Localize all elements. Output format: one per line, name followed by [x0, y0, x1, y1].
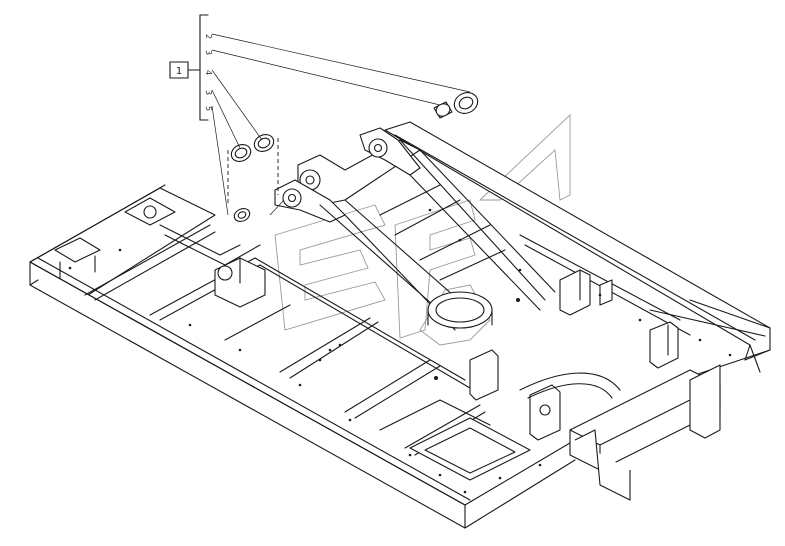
- callout-4: 4: [204, 70, 213, 75]
- exploded-parts: [230, 92, 479, 222]
- callouts: 1 2 3 4 3 5: [169, 34, 213, 111]
- bolt-holes: [68, 208, 732, 494]
- swing-bearing: [427, 291, 493, 329]
- boom-mount: [274, 127, 556, 331]
- callout-3-bottom: 3: [204, 90, 213, 95]
- rear-brackets: [469, 269, 721, 501]
- callout-3-top: 3: [204, 50, 213, 55]
- group-label: 1: [176, 66, 182, 77]
- main-frame: [29, 121, 771, 529]
- leader-lines: [187, 14, 471, 216]
- callout-2: 2: [204, 34, 213, 39]
- callout-5: 5: [204, 106, 213, 111]
- watermark: [274, 113, 571, 346]
- group-label-box: [169, 61, 189, 79]
- floor-hatch: [379, 399, 531, 481]
